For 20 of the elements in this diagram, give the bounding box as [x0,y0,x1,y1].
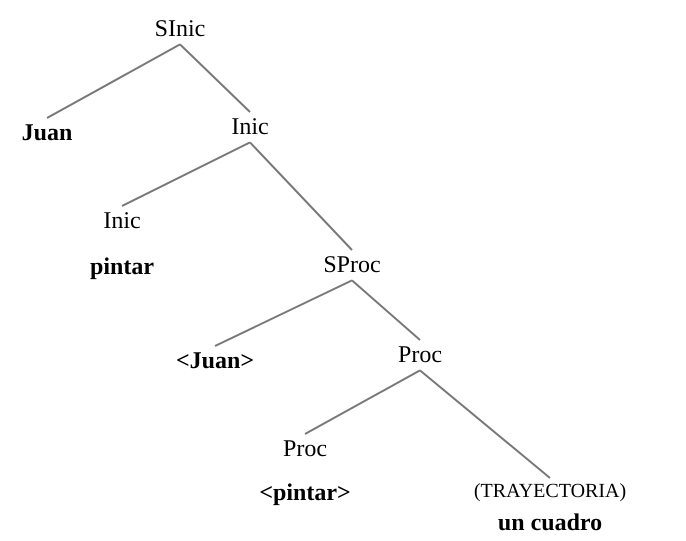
category-label: Inic [102,208,142,234]
word-label: Juan [22,120,72,146]
word-label: <pintar> [259,480,351,507]
tree-branch [351,280,421,341]
tree-branch [419,370,551,479]
word-label: <Juan> [176,348,254,374]
word-label: pintar [90,254,154,281]
category-label: Inic [231,114,269,140]
tree-branch [46,44,180,119]
tree-branch [214,279,352,347]
tree-branch [122,142,250,207]
category-label: SInic [154,16,206,42]
tree-branch [249,142,353,251]
category-label: Proc [282,436,328,462]
category-label: Proc [398,342,442,368]
category-label: SProc [323,252,381,278]
word-label: un cuadro [496,510,604,536]
tree-branch [304,370,420,435]
category-label: (TRAYECTORIA) [474,480,626,502]
tree-branch [179,44,251,113]
